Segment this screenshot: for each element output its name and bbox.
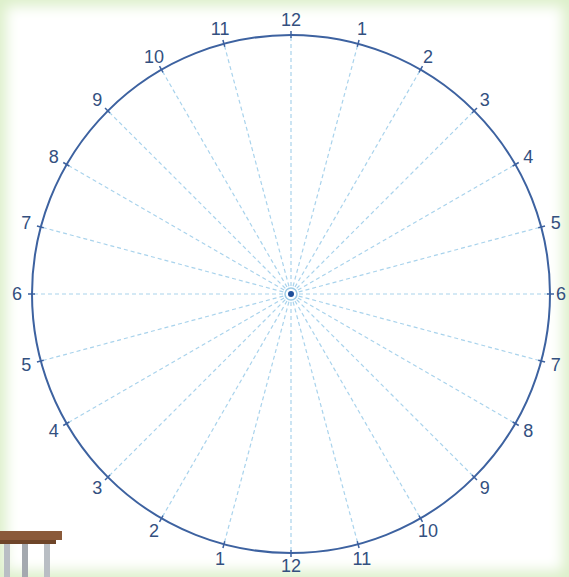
radial-line — [299, 296, 541, 361]
radial-line — [290, 302, 291, 553]
table-edge — [0, 540, 56, 544]
tick-mark — [63, 163, 69, 167]
tick-mark — [538, 360, 545, 362]
hour-number: 5 — [551, 214, 561, 232]
tick-mark — [105, 475, 110, 480]
dial-circle — [32, 35, 550, 553]
tick-mark — [357, 40, 359, 47]
tick-mark — [547, 293, 554, 295]
radial-line — [162, 301, 288, 518]
radial-line — [224, 44, 289, 286]
radial-line — [295, 301, 421, 518]
tick-mark — [472, 475, 477, 480]
tick-mark — [513, 422, 519, 426]
radial-line — [32, 293, 283, 294]
tick-mark — [160, 516, 164, 522]
hour-number: 6 — [12, 285, 22, 303]
hour-number: 10 — [418, 522, 438, 540]
hour-number: 7 — [21, 214, 31, 232]
hour-number: 5 — [21, 356, 31, 374]
hour-number: 4 — [523, 148, 533, 166]
radial-lines — [32, 35, 550, 553]
tick-mark — [513, 163, 519, 167]
hour-number: 1 — [357, 20, 367, 38]
center-dot — [288, 291, 294, 297]
tick-mark — [28, 293, 35, 295]
hour-number: 8 — [523, 422, 533, 440]
hour-number: 9 — [480, 479, 490, 497]
radial-line — [224, 302, 289, 544]
tick-mark — [223, 40, 225, 47]
radial-line — [298, 298, 515, 424]
radial-line — [298, 165, 515, 291]
radial-line — [299, 227, 541, 292]
hour-number: 2 — [149, 522, 159, 540]
tick-mark — [538, 226, 545, 228]
tick-mark — [105, 108, 110, 113]
radial-line — [295, 70, 421, 287]
radial-line — [297, 111, 474, 288]
center-ring — [285, 288, 297, 300]
radial-line — [299, 293, 550, 294]
table-leg — [44, 544, 50, 577]
hour-number: 7 — [551, 356, 561, 374]
hour-number: 2 — [423, 48, 433, 66]
radial-line — [293, 302, 358, 544]
hour-number: 6 — [556, 285, 566, 303]
table-top — [0, 531, 62, 540]
radial-line — [290, 35, 291, 286]
tick-mark — [37, 226, 44, 228]
radial-line — [41, 227, 283, 292]
tick-mark — [472, 108, 477, 113]
hour-number: 8 — [49, 148, 59, 166]
hour-number: 12 — [281, 557, 301, 575]
radial-line — [162, 70, 288, 287]
tick-mark — [419, 66, 423, 72]
tick-mark — [63, 422, 69, 426]
hour-number: 1 — [215, 550, 225, 568]
hour-number: 10 — [144, 48, 164, 66]
radial-line — [67, 298, 284, 424]
tick-mark — [357, 541, 359, 548]
table-leg — [4, 544, 10, 577]
radial-line — [41, 296, 283, 361]
table-illustration — [0, 531, 62, 577]
radial-line — [293, 44, 358, 286]
hour-number: 3 — [92, 479, 102, 497]
hour-number: 12 — [281, 11, 301, 29]
hour-number: 4 — [49, 422, 59, 440]
hour-number: 3 — [480, 91, 490, 109]
radial-line — [108, 300, 285, 477]
tick-mark — [37, 360, 44, 362]
tick-mark — [290, 31, 292, 38]
tick-mark — [160, 66, 164, 72]
tick-mark — [223, 541, 225, 548]
radial-line — [297, 300, 474, 477]
hour-number: 11 — [353, 550, 372, 568]
hour-number: 9 — [92, 91, 102, 109]
tick-mark — [419, 516, 423, 522]
tick-marks — [28, 31, 554, 557]
radial-line — [108, 111, 285, 288]
table-leg — [22, 544, 28, 577]
hour-number: 11 — [211, 20, 230, 38]
radial-line — [67, 165, 284, 291]
tick-mark — [290, 550, 292, 557]
